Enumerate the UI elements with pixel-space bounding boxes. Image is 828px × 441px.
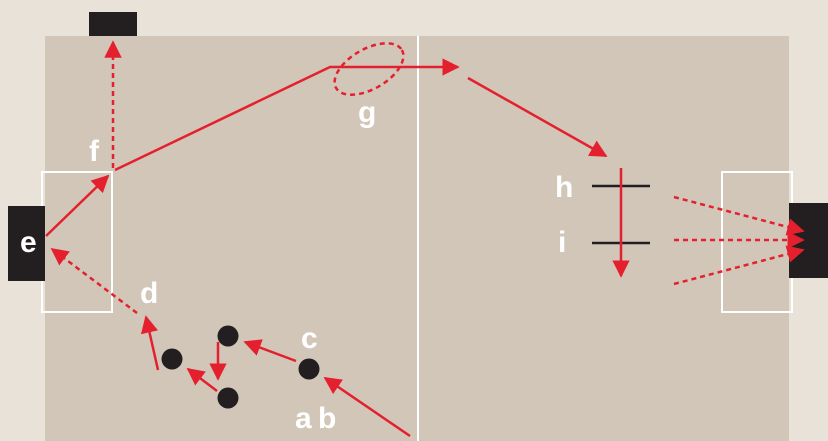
label-a: a bbox=[295, 402, 312, 435]
label-e: e bbox=[20, 226, 37, 259]
arrow-up-left bbox=[186, 367, 218, 392]
dashed-shot-top bbox=[673, 195, 805, 236]
label-f: f bbox=[89, 135, 100, 168]
player-marker-ab bbox=[298, 358, 320, 380]
top-goal bbox=[89, 12, 137, 36]
label-d: d bbox=[140, 277, 158, 310]
arrow-to-h bbox=[467, 76, 608, 158]
arrow-pass-c bbox=[243, 339, 297, 363]
label-h: h bbox=[555, 171, 573, 204]
arrow-entry bbox=[323, 376, 411, 438]
left-goal bbox=[8, 206, 45, 281]
arrow-long-pass bbox=[114, 58, 460, 172]
label-b: b bbox=[318, 402, 336, 435]
label-c: c bbox=[301, 322, 318, 355]
player-marker-bottom bbox=[217, 387, 239, 409]
label-i: i bbox=[558, 226, 566, 259]
label-g: g bbox=[358, 96, 376, 129]
player-marker-d bbox=[161, 348, 183, 370]
player-marker-c bbox=[217, 325, 239, 347]
dashed-zone-g bbox=[333, 42, 405, 96]
arrow-e-f bbox=[45, 174, 110, 237]
arrow-d bbox=[140, 315, 160, 371]
dashed-shot-bottom bbox=[673, 245, 805, 286]
